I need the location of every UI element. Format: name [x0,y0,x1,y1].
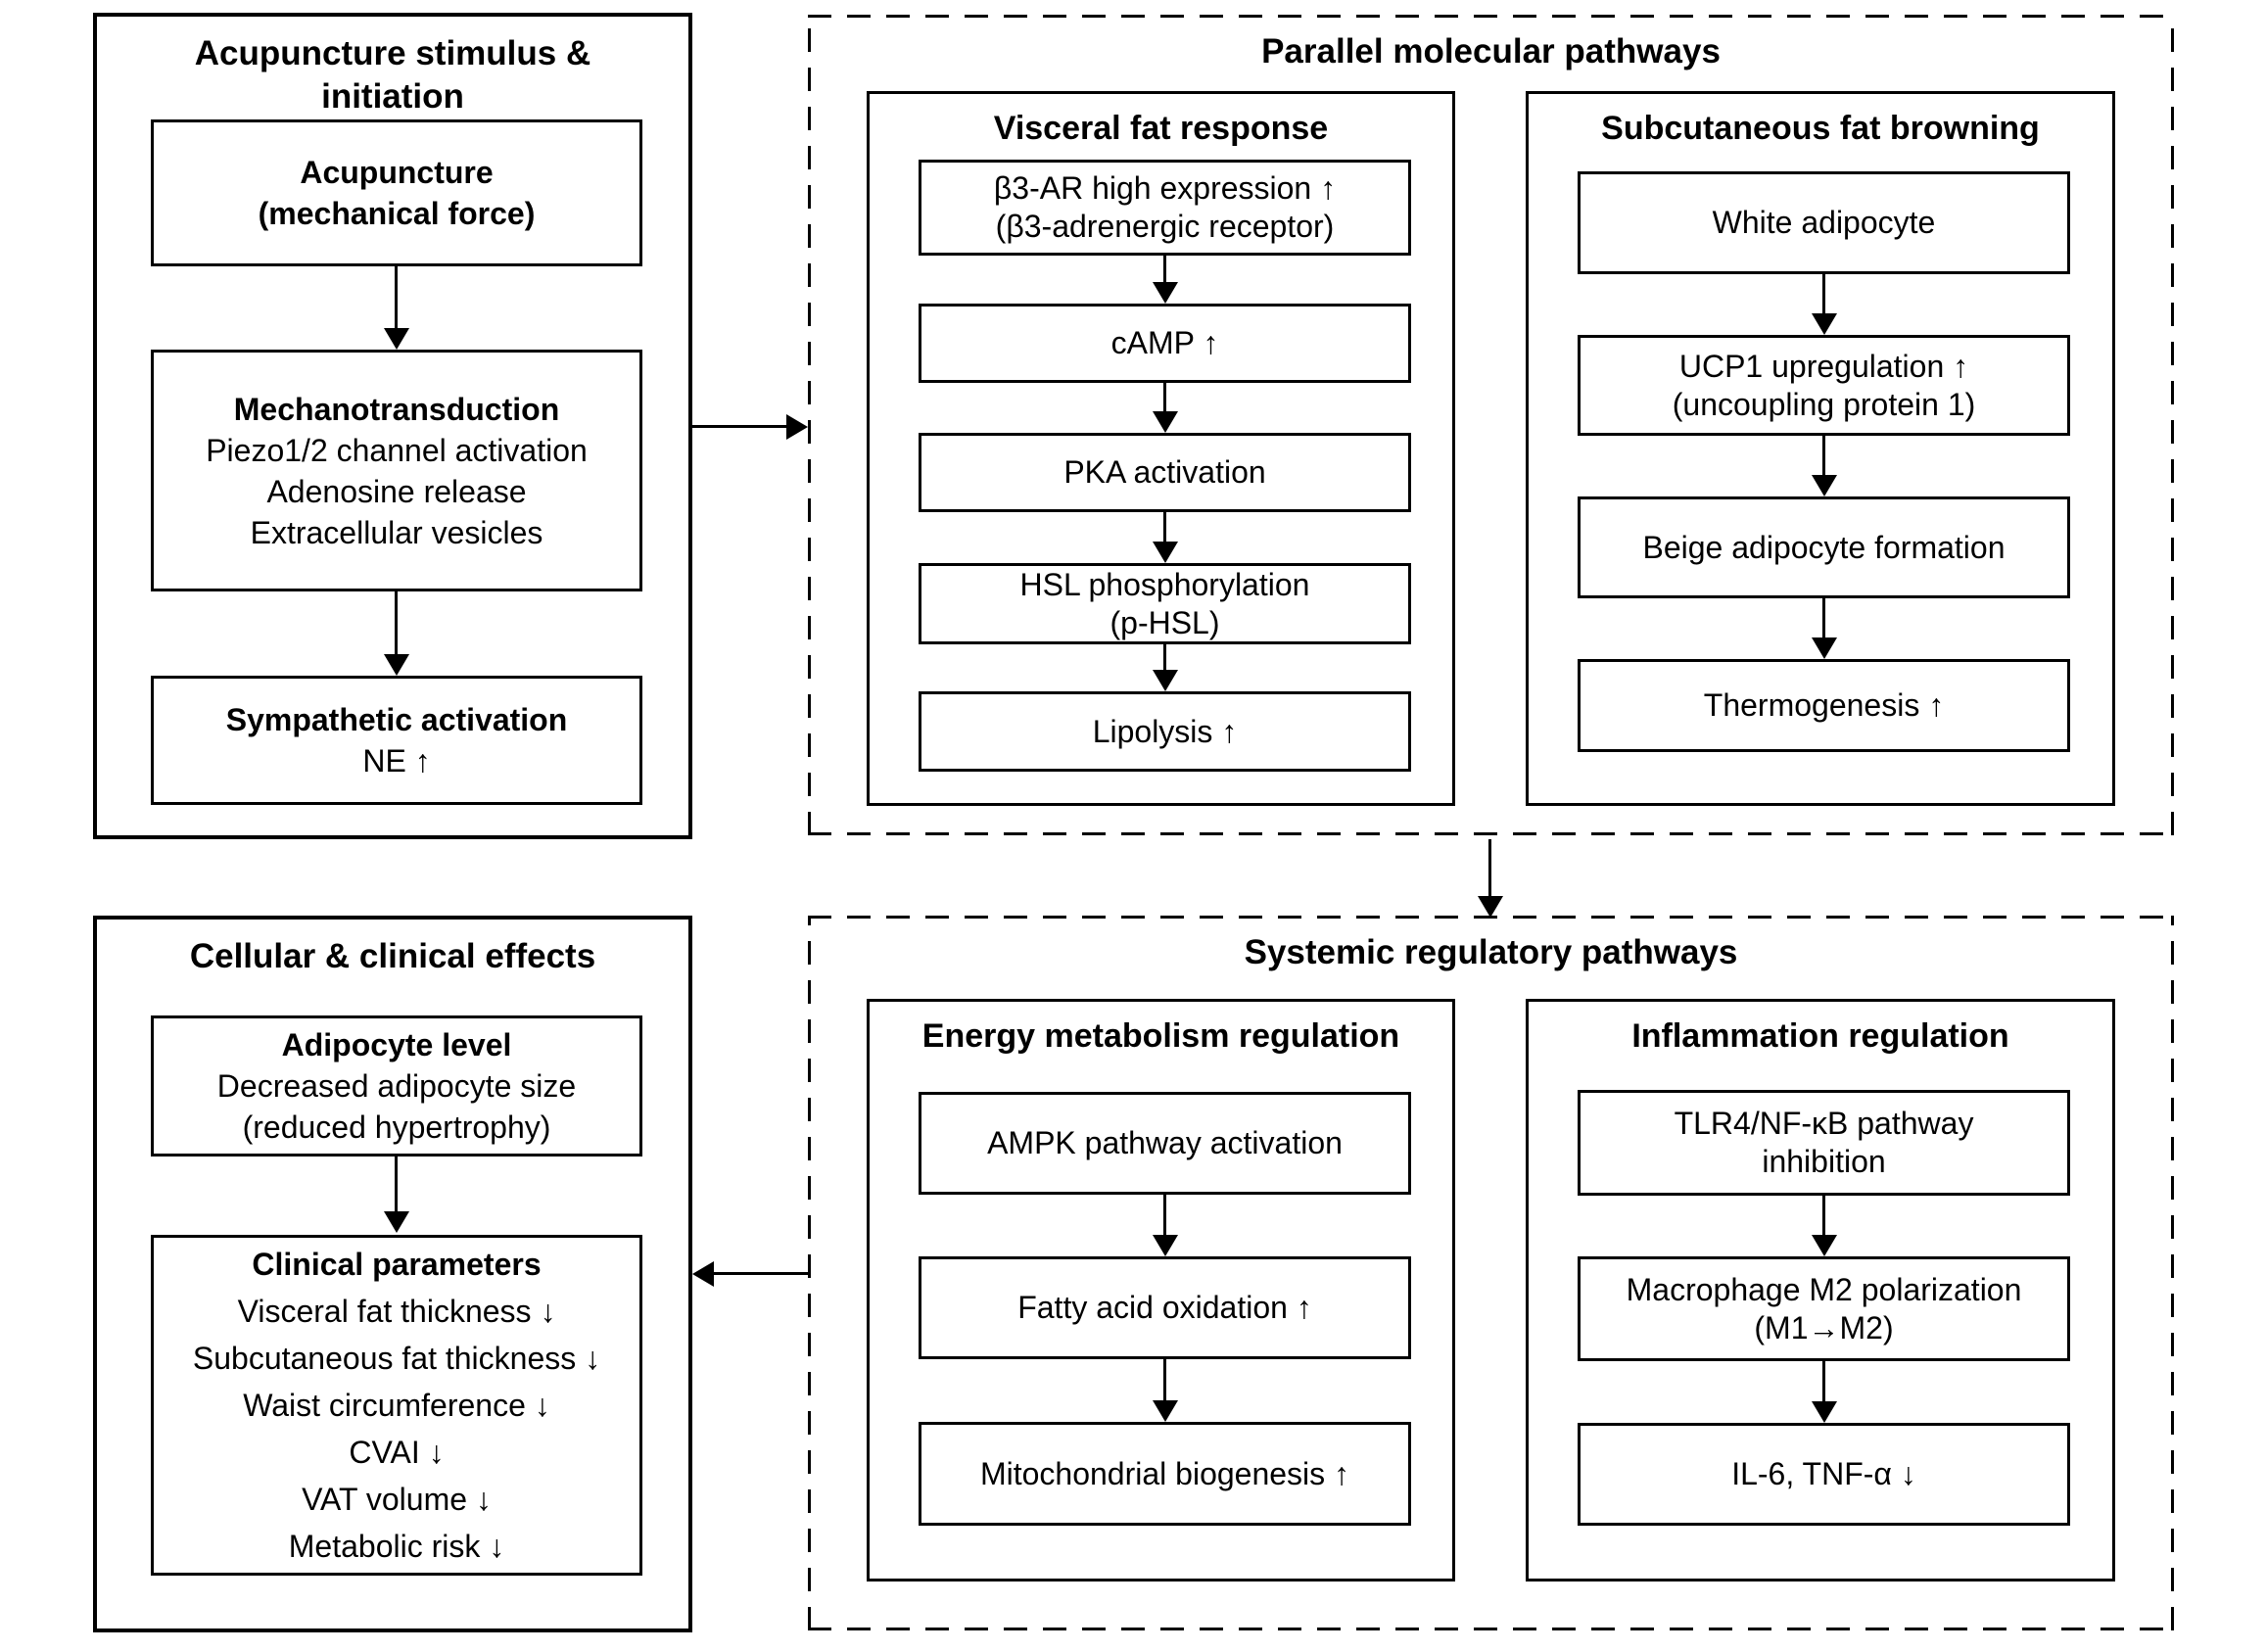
box-sympathetic-activation: Sympathetic activation NE ↑ [151,676,642,805]
arrow-white-to-ucp1 [1822,274,1825,313]
step-ucp1-upregulation: UCP1 upregulation ↑ (uncoupling protein … [1578,335,2070,436]
subbox-title-browning: Subcutaneous fat browning [1601,110,2040,147]
subbox-title-visceral: Visceral fat response [993,110,1329,147]
sympathetic-line: NE ↑ [362,743,431,779]
subbox-energy-metabolism: Energy metabolism regulation AMPK pathwa… [867,999,1455,1581]
box-sympathetic-title: Sympathetic activation [225,702,568,737]
step-line: inhibition [1762,1144,1886,1179]
arrow-macrophage-to-cytokines [1822,1361,1825,1401]
arrow-adipocyte-to-clinical [395,1156,398,1211]
step-pka-activation: PKA activation [919,433,1411,512]
arrow-systemic-to-effects [714,1272,808,1275]
step-fatty-acid-oxidation: Fatty acid oxidation ↑ [919,1256,1411,1359]
arrow-tlr4-to-macrophage [1822,1196,1825,1235]
clinical-line: CVAI ↓ [349,1435,445,1470]
subbox-inflammation-regulation: Inflammation regulation TLR4/NF-κB pathw… [1526,999,2115,1581]
clinical-line: Waist circumference ↓ [243,1388,550,1423]
step-mitochondrial-biogenesis: Mitochondrial biogenesis ↑ [919,1422,1411,1526]
arrow-b3ar-to-camp [1163,256,1166,282]
panel-title-parallel: Parallel molecular pathways [1261,32,1721,71]
box-clinical-parameters: Clinical parameters Visceral fat thickne… [151,1235,642,1576]
step-line: Macrophage M2 polarization [1626,1271,2022,1307]
clinical-line: Subcutaneous fat thickness ↓ [192,1341,601,1376]
step-line: TLR4/NF-κB pathway [1674,1106,1974,1141]
step-beige-adipocyte: Beige adipocyte formation [1578,496,2070,598]
arrow-mechanotransduction-to-sympathetic [395,591,398,654]
panel-cellular-clinical-effects: Cellular & clinical effects Adipocyte le… [93,916,692,1632]
panel-title-initiation: Acupuncture stimulus & initiation [194,34,591,116]
step-b3ar-expression: β3-AR high expression ↑ (β3-adrenergic r… [919,160,1411,256]
box-adipocyte-title: Adipocyte level [281,1027,512,1062]
box-acupuncture-line2: (mechanical force) [258,196,536,231]
clinical-line: Metabolic risk ↓ [288,1529,505,1564]
step-line: Mitochondrial biogenesis ↑ [979,1455,1350,1491]
step-il6-tnfa: IL-6, TNF-α ↓ [1578,1423,2070,1526]
arrow-camp-to-pka [1163,383,1166,411]
clinical-line: Visceral fat thickness ↓ [237,1294,556,1329]
subbox-visceral-fat-response: Visceral fat response β3-AR high express… [867,91,1455,806]
step-line: White adipocyte [1712,205,1936,240]
panel-parallel-molecular-pathways: Parallel molecular pathways Visceral fat… [808,15,2174,835]
arrow-initiation-to-parallel [692,425,786,428]
arrow-pka-to-hsl [1163,512,1166,542]
step-line: (uncoupling protein 1) [1672,386,1976,422]
mechanotransduction-line: Adenosine release [266,473,527,509]
adipocyte-line: Decreased adipocyte size [216,1068,577,1104]
step-line: PKA activation [1063,454,1266,490]
arrow-hsl-to-lipolysis [1163,644,1166,670]
box-adipocyte-level: Adipocyte level Decreased adipocyte size… [151,1015,642,1156]
step-line: Lipolysis ↑ [1092,713,1238,749]
panel-title-effects: Cellular & clinical effects [189,937,596,975]
step-line: (β3-adrenergic receptor) [995,209,1335,244]
subbox-title-inflammation: Inflammation regulation [1631,1017,2009,1055]
step-line: β3-AR high expression ↑ [993,170,1337,206]
subbox-title-energy: Energy metabolism regulation [921,1017,1400,1055]
panel-systemic-regulatory-pathways: Systemic regulatory pathways Energy meta… [808,916,2174,1630]
step-line: (p-HSL) [1109,604,1220,640]
step-tlr4-nfkb-inhibition: TLR4/NF-κB pathway inhibition [1578,1090,2070,1196]
panel-acupuncture-initiation: Acupuncture stimulus & initiation Acupun… [93,13,692,839]
arrow-ucp1-to-beige [1822,436,1825,475]
adipocyte-line: (reduced hypertrophy) [242,1109,551,1145]
step-line: Fatty acid oxidation ↑ [1017,1290,1312,1325]
step-thermogenesis: Thermogenesis ↑ [1578,659,2070,752]
mechanotransduction-line: Extracellular vesicles [250,514,543,550]
step-hsl-phosphorylation: HSL phosphorylation (p-HSL) [919,563,1411,644]
step-ampk-activation: AMPK pathway activation [919,1092,1411,1195]
step-line: IL-6, TNF-α ↓ [1731,1456,1916,1491]
step-line: HSL phosphorylation [1019,566,1310,602]
step-line: (M1→M2) [1754,1309,1894,1345]
box-acupuncture: Acupuncture (mechanical force) [151,119,642,266]
arrow-acupuncture-to-mechanotransduction [395,266,398,328]
arrow-ampk-to-oxidation [1163,1195,1166,1235]
clinical-line: VAT volume ↓ [302,1482,492,1517]
panel-title-systemic: Systemic regulatory pathways [1244,933,1738,971]
step-line: cAMP ↑ [1110,325,1219,360]
arrow-oxidation-to-biogenesis [1163,1359,1166,1400]
step-camp: cAMP ↑ [919,304,1411,383]
box-acupuncture-line1: Acupuncture [300,155,494,190]
box-mechanotransduction: Mechanotransduction Piezo1/2 channel act… [151,350,642,591]
step-line: UCP1 upregulation ↑ [1678,348,1969,384]
step-line: AMPK pathway activation [987,1125,1343,1160]
box-clinical-title: Clinical parameters [252,1247,542,1282]
mechanotransduction-line: Piezo1/2 channel activation [206,432,588,468]
step-line: Thermogenesis ↑ [1703,687,1945,723]
arrow-beige-to-thermogenesis [1822,598,1825,637]
box-mechanotransduction-title: Mechanotransduction [233,391,560,427]
arrow-parallel-to-systemic [1488,839,1491,896]
subbox-subcutaneous-fat-browning: Subcutaneous fat browning White adipocyt… [1526,91,2115,806]
step-macrophage-m2: Macrophage M2 polarization (M1→M2) [1578,1256,2070,1361]
step-lipolysis: Lipolysis ↑ [919,691,1411,772]
step-white-adipocyte: White adipocyte [1578,171,2070,274]
step-line: Beige adipocyte formation [1642,529,2006,565]
